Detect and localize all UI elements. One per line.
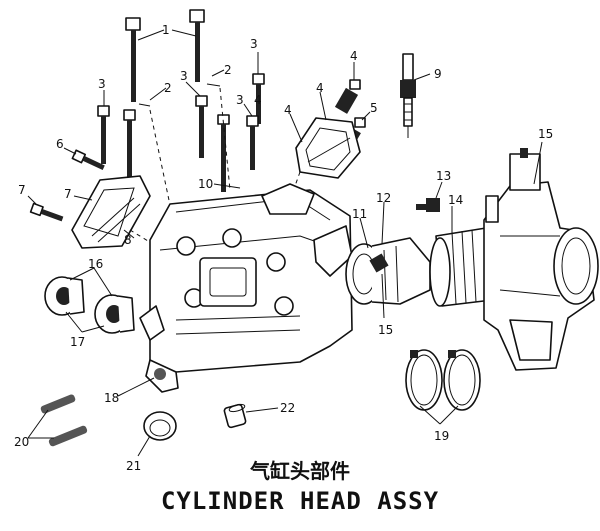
callout-5: 3 [180, 69, 188, 83]
plug-cap-part-9-10 [44, 276, 135, 334]
callout-14: 12 [376, 191, 391, 205]
callout-4: 3 [236, 93, 244, 107]
small-bolt-part-3 [29, 79, 366, 222]
callout-21: 21 [126, 459, 141, 473]
callout-22: 22 [280, 401, 295, 415]
callout-13: 11 [352, 207, 367, 221]
callout-7: 2 [224, 63, 232, 77]
bolt-part-4 [97, 73, 265, 170]
callout-4: 3 [98, 77, 106, 91]
callout-3: 6 [56, 137, 64, 151]
o-ring-part-21 [143, 411, 177, 441]
callout-3: 5 [370, 101, 378, 115]
cylinder-head-part-11 [139, 183, 353, 393]
callout-6: 1 [162, 23, 170, 37]
callout-17: 15 [538, 127, 553, 141]
carburetor-part-17 [483, 148, 599, 371]
leader-lines [27, 29, 543, 457]
callout-9: 16 [88, 257, 103, 271]
stud-part-18 [123, 109, 230, 200]
callout-20: 20 [14, 435, 29, 449]
bolt-part-15 [416, 198, 440, 212]
callout-4: 4 [254, 93, 262, 107]
callout-16: 14 [448, 193, 463, 207]
callout-15: 13 [436, 169, 451, 183]
callout-19: 19 [434, 429, 449, 443]
valve-cover-part-1 [295, 117, 361, 179]
callout-4: 3 [250, 37, 258, 51]
spark-plug-part-12 [400, 53, 416, 138]
callout-3: 4 [350, 49, 358, 63]
callout-2: 4 [284, 103, 292, 117]
callout-7: 2 [164, 81, 172, 95]
dowel-pin-part-22 [223, 403, 247, 429]
stud-part-20 [40, 394, 88, 447]
intake-manifold-part-13-14 [345, 237, 431, 305]
callout-1: 4 [316, 81, 324, 95]
intake-tube-part-16 [429, 227, 493, 307]
callout-2: 8 [124, 233, 132, 247]
long-bolt-part-6 [125, 9, 205, 102]
diagram-title-chinese: 气缸头部件 [250, 459, 350, 483]
callout-10: 17 [70, 335, 85, 349]
callout-8: 7 [64, 187, 72, 201]
callout-18: 10 [198, 177, 213, 191]
callout-3: 7 [18, 183, 26, 197]
callout-15: 15 [378, 323, 393, 337]
valve-cover-part-8 [71, 175, 151, 249]
callout-12: 9 [434, 67, 442, 81]
callout-labels: 1 2 2 3 3 3 3 4 4 4 4 5 6 7 7 8 9 10 11 … [14, 23, 553, 473]
diagram-title-english: CYLINDER HEAD ASSY [160, 487, 440, 515]
hose-clamp-part-19 [405, 349, 481, 411]
callout-11: 18 [104, 391, 119, 405]
washer-part-7 [138, 83, 221, 107]
